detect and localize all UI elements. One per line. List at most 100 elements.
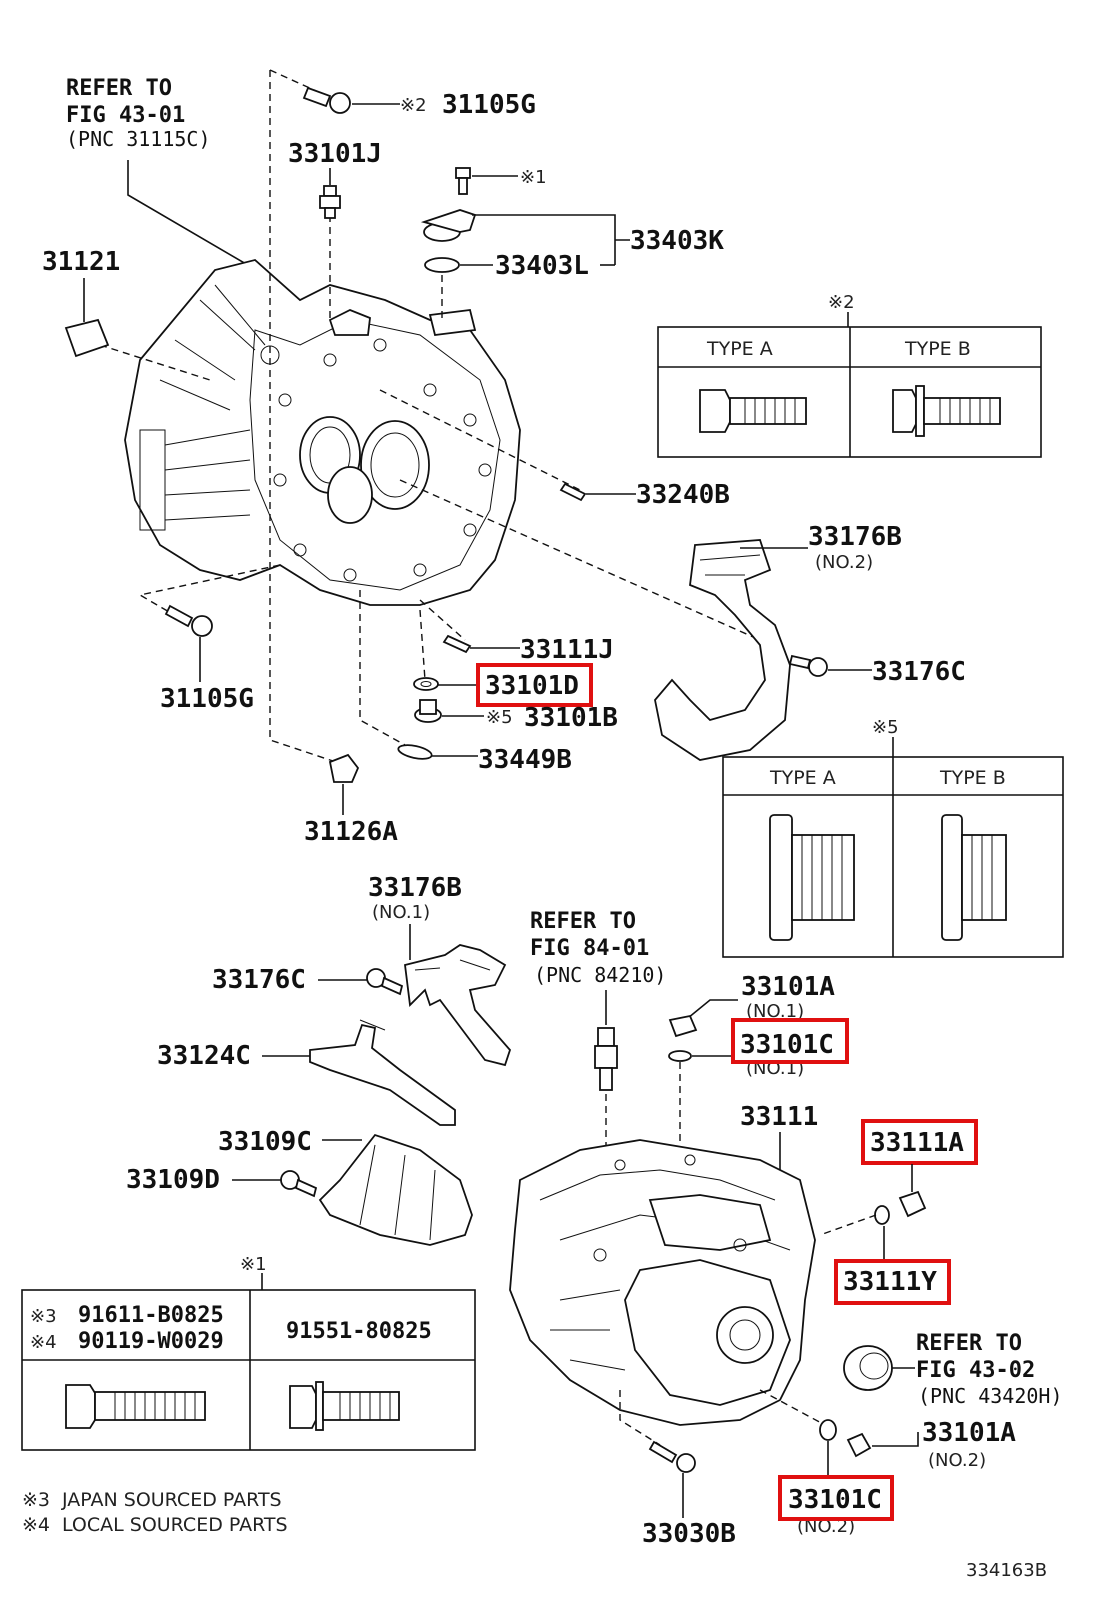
leader-line xyxy=(472,214,630,265)
ref-mark: ※2 xyxy=(400,95,427,116)
part-label-31105G[interactable]: 31105G xyxy=(442,90,536,120)
highlight-box xyxy=(834,1259,951,1305)
oil-separator-icon[interactable] xyxy=(318,1133,473,1246)
type-table-2: ※2 TYPE A TYPE B xyxy=(657,292,1042,458)
part-label-33101B[interactable]: 33101B xyxy=(524,703,618,733)
part-label-31105G[interactable]: 31105G xyxy=(160,684,254,714)
part-label-33240B[interactable]: 33240B xyxy=(636,480,730,510)
pin-icon[interactable] xyxy=(559,482,587,502)
highlight-box xyxy=(731,1018,849,1064)
part-number[interactable]: 90119-W0029 xyxy=(78,1329,224,1354)
part-label-31126A[interactable]: 31126A xyxy=(304,817,398,847)
oil-receiver-icon[interactable] xyxy=(309,1019,456,1126)
ref-mark: ※4 xyxy=(30,1332,57,1353)
flange-bolt-icon xyxy=(65,1384,206,1429)
refer-note-line: REFER TO xyxy=(530,909,636,934)
bolt-icon[interactable] xyxy=(455,167,471,195)
drain-plug-icon[interactable] xyxy=(668,1014,698,1038)
part-label-33101J[interactable]: 33101J xyxy=(288,139,382,169)
oil-seal-icon[interactable] xyxy=(843,1345,893,1391)
plug-type-b-icon xyxy=(941,814,1007,941)
refer-note-line: (PNC 31115C) xyxy=(66,127,211,151)
bolt-icon[interactable] xyxy=(648,1440,696,1473)
sensor-plug-icon[interactable] xyxy=(319,185,341,219)
part-label-33176B[interactable]: 33176B xyxy=(808,522,902,552)
part-label-33109C[interactable]: 33109C xyxy=(218,1127,312,1157)
refer-note-fig-43-01[interactable]: REFER TO FIG 43-01 (PNC 31115C) xyxy=(66,76,211,151)
part-label-33111[interactable]: 33111 xyxy=(740,1102,818,1132)
guide-line xyxy=(819,1214,877,1236)
leader-line xyxy=(872,1432,919,1447)
ref-mark: ※3 xyxy=(30,1306,57,1327)
refer-note-fig-43-02[interactable]: REFER TO FIG 43-02 (PNC 43420H) xyxy=(916,1331,1063,1408)
part-label-33449B[interactable]: 33449B xyxy=(478,745,572,775)
refer-note-line: (PNC 43420H) xyxy=(918,1384,1063,1408)
part-sub-label: (NO.2) xyxy=(797,1516,855,1537)
part-number[interactable]: 91611-B0825 xyxy=(78,1303,224,1328)
part-label-33101A[interactable]: 33101A xyxy=(922,1418,1016,1448)
type-b-header: TYPE B xyxy=(939,767,1006,789)
footnote-text: LOCAL SOURCED PARTS xyxy=(62,1514,288,1536)
part-label-33111Y[interactable]: 33111Y xyxy=(843,1267,937,1297)
guide-line xyxy=(419,599,466,641)
ref-mark: ※5 xyxy=(872,717,899,738)
guide-line xyxy=(379,389,581,491)
transaxle-housing-upper xyxy=(124,259,521,606)
type-a-header: TYPE A xyxy=(769,767,836,789)
plug-icon[interactable] xyxy=(898,1190,927,1218)
type-table-5: ※5 TYPE A TYPE B xyxy=(722,717,1064,958)
ref-mark: ※1 xyxy=(240,1254,267,1275)
gasket-icon[interactable] xyxy=(397,743,433,762)
shift-lever-retainer-icon[interactable] xyxy=(420,209,477,242)
bolt-icon[interactable] xyxy=(164,604,213,637)
refer-note-fig-84-01[interactable]: REFER TO FIG 84-01 (PNC 84210) xyxy=(530,909,666,987)
part-label-33101D[interactable]: 33101D xyxy=(485,671,579,701)
leader-line xyxy=(687,999,738,1019)
bushing-icon[interactable] xyxy=(328,753,360,783)
cap-icon[interactable] xyxy=(64,318,110,358)
refer-note-line: (PNC 84210) xyxy=(534,963,666,987)
part-label-33101A[interactable]: 33101A xyxy=(741,972,835,1002)
guide-line xyxy=(399,479,761,641)
pin-icon[interactable] xyxy=(442,634,472,654)
part-label-33111J[interactable]: 33111J xyxy=(520,635,614,665)
guide-line xyxy=(99,344,211,381)
part-label-33030B[interactable]: 33030B xyxy=(642,1519,736,1549)
part-sub-label: (NO.2) xyxy=(928,1450,986,1471)
part-label-33176C[interactable]: 33176C xyxy=(872,657,966,687)
part-label-33403L[interactable]: 33403L xyxy=(495,251,589,281)
drain-plug-icon[interactable] xyxy=(846,1432,872,1458)
part-label-33101C[interactable]: 33101C xyxy=(788,1485,882,1515)
part-number[interactable]: 91551-80825 xyxy=(286,1319,432,1344)
gasket-icon[interactable] xyxy=(668,1050,692,1062)
part-label-33124C[interactable]: 33124C xyxy=(157,1041,251,1071)
speed-sensor-icon[interactable] xyxy=(594,1027,618,1091)
o-ring-icon[interactable] xyxy=(424,257,460,273)
gasket-icon[interactable] xyxy=(819,1419,837,1441)
plug-icon[interactable] xyxy=(414,699,442,723)
part-label-33109D[interactable]: 33109D xyxy=(126,1165,220,1195)
part-label-33403K[interactable]: 33403K xyxy=(630,226,724,256)
guide-line xyxy=(359,590,406,746)
bolt-icon[interactable] xyxy=(302,86,351,114)
bolt-icon[interactable] xyxy=(280,1170,318,1198)
gasket-icon[interactable] xyxy=(874,1205,890,1225)
part-sub-label: (NO.2) xyxy=(815,552,873,573)
bracket-icon[interactable] xyxy=(404,944,512,1067)
washer-icon[interactable] xyxy=(413,677,439,691)
part-label-33176C[interactable]: 33176C xyxy=(212,965,306,995)
bolt-icon[interactable] xyxy=(366,968,404,996)
leader-line xyxy=(127,160,271,279)
bolt-type-b-icon xyxy=(892,385,1001,437)
part-label-33101C[interactable]: 33101C xyxy=(740,1030,834,1060)
part-label-33176B[interactable]: 33176B xyxy=(368,873,462,903)
footnote-mark: ※4 xyxy=(22,1514,50,1536)
part-sub-label: (NO.1) xyxy=(746,1001,804,1022)
part-label-33111A[interactable]: 33111A xyxy=(870,1128,964,1158)
bracket-icon[interactable] xyxy=(654,539,791,761)
refer-note-line: REFER TO xyxy=(916,1331,1022,1356)
refer-note-line: FIG 43-01 xyxy=(66,103,185,128)
part-label-31121[interactable]: 31121 xyxy=(42,247,120,277)
bolt-icon[interactable] xyxy=(788,654,828,677)
